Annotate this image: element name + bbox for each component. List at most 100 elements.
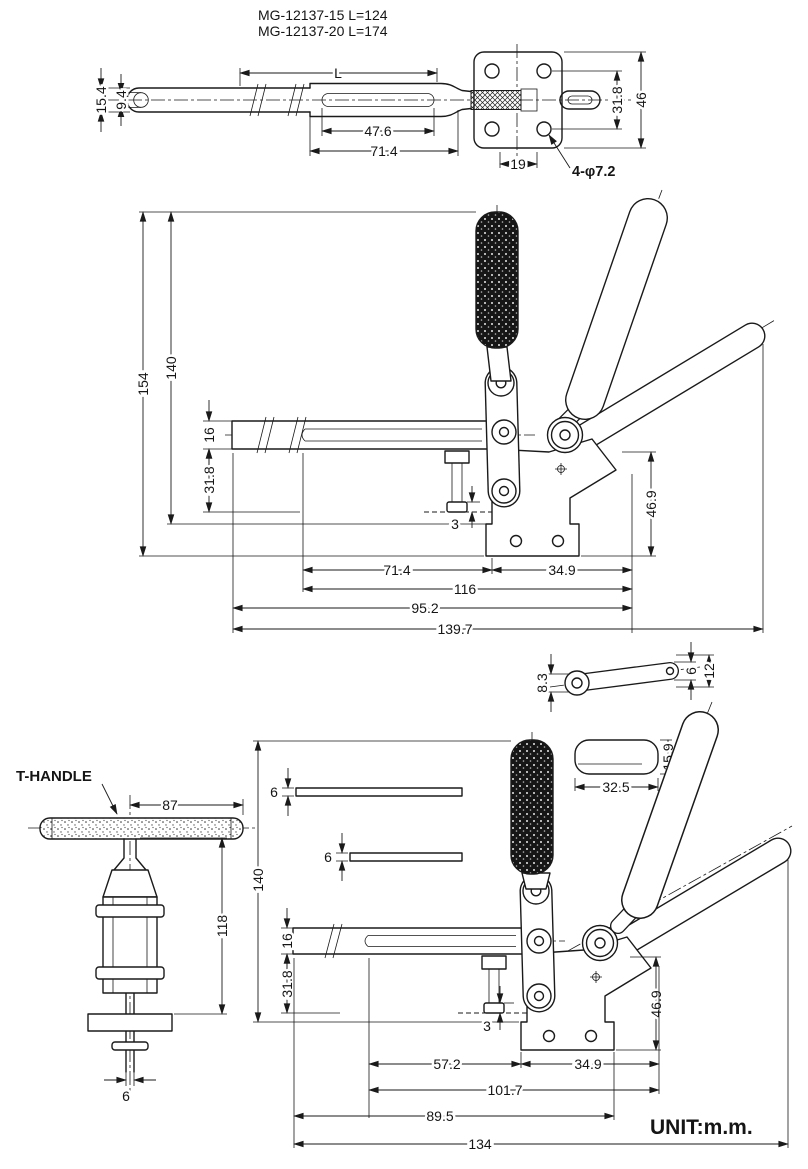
extension-lines-left (139, 211, 486, 557)
extension-lines-bottom (232, 344, 764, 633)
t-foot (111, 1041, 149, 1051)
bar-break-marks (256, 416, 307, 454)
t-yoke (102, 869, 158, 898)
dim-140: 140 (248, 740, 269, 1023)
handle-grip (510, 739, 554, 875)
bar-break-marks (324, 923, 343, 959)
handle-shank (521, 872, 551, 890)
t-bar (39, 817, 244, 840)
t-base-flange (87, 1013, 173, 1032)
dim-12: 12 (676, 654, 720, 688)
dim-87-text: 87 (162, 797, 178, 813)
dim-L: L (239, 63, 438, 86)
open-arm-fill (565, 323, 765, 454)
t-handle-leader (101, 783, 118, 815)
link-small-hole (665, 666, 675, 676)
dim-139-7: 139.7 (232, 619, 764, 640)
bar-slot-lines (301, 428, 482, 442)
t-handle-label: T-HANDLE (16, 768, 92, 785)
dim-57-2-text: 57.2 (433, 1056, 460, 1072)
dim-3: 3 (449, 486, 480, 535)
hole-callout: 4-φ7.2 (548, 134, 617, 182)
dim-71-4-text: 71.4 (383, 562, 410, 578)
dim-101-7: 101.7 (368, 1080, 660, 1101)
dim-95-2: 95.2 (232, 598, 633, 619)
front-view: 154 140 16 31.8 3 46.9 71.4 34.9 116 95.… (133, 189, 776, 640)
bar-end-tab (559, 90, 601, 110)
link-fill (569, 663, 678, 691)
unit-label: UNIT:m.m. (650, 1116, 753, 1139)
dim-101-7-text: 101.7 (487, 1082, 522, 1098)
dim-47-6-text: 47.6 (364, 123, 391, 139)
dim-154-text: 154 (135, 372, 151, 396)
t-bolt-lower (95, 966, 165, 980)
rod-lower: 6 (322, 833, 463, 881)
dim-116-text: 116 (454, 581, 477, 597)
dim-16-text: 16 (201, 427, 217, 443)
overcenter-mark (590, 971, 602, 983)
dim-15-4: 15.4 (91, 68, 130, 132)
dim-140-text: 140 (163, 356, 179, 380)
dim-6-rod-text: 6 (122, 1088, 130, 1104)
dim-139-7-text: 139.7 (437, 621, 472, 637)
mounting-holes (484, 63, 552, 137)
dim-3-text: 3 (451, 516, 459, 532)
dim-71-4-top-text: 71.4 (370, 143, 397, 159)
base-ear (581, 924, 619, 962)
top-view: L 15.4 9.4 47.6 71.4 31.8 46 19 4-φ7.2 (91, 44, 652, 182)
open-view: 6 6 140 (248, 701, 793, 1155)
dim-8-3: 8.3 (532, 654, 570, 712)
bar-slot-lines (364, 935, 516, 947)
dim-46-9: 46.9 (616, 956, 667, 1051)
dim-6-rod-lower-text: 6 (324, 849, 332, 865)
dim-118: 118 (140, 837, 233, 1015)
dim-46-9: 46.9 (581, 451, 662, 557)
dim-12-text: 12 (701, 663, 717, 679)
dim-140: 140 (161, 211, 182, 525)
dim-32-5: 32.5 (574, 777, 659, 798)
dim-47-6: 47.6 (321, 108, 435, 142)
dim-9-4-text: 9.4 (113, 90, 129, 110)
dim-34-9: 34.9 (520, 1054, 660, 1075)
dim-154: 154 (133, 211, 154, 557)
model-line-2: MG-12137-20 L=174 (258, 23, 388, 39)
clamp-bar (292, 927, 533, 955)
dim-140-text: 140 (250, 868, 266, 892)
dim-31-8: 31.8 (277, 953, 298, 1014)
dim-89-5-text: 89.5 (426, 1108, 453, 1124)
dim-34-9-text: 34.9 (574, 1056, 601, 1072)
dim-116: 116 (302, 579, 633, 600)
dim-57-2: 57.2 (368, 1054, 522, 1075)
title-block: MG-12137-15 L=124 MG-12137-20 L=174 (258, 7, 388, 39)
overcenter-mark (555, 463, 567, 475)
spindle-stem (488, 969, 500, 1003)
handle-grip (475, 211, 519, 349)
pad-outline (574, 739, 659, 775)
link-detail: 8.3 6 12 (532, 642, 720, 712)
mounting-plate (473, 51, 563, 149)
model-line-1: MG-12137-15 L=124 (258, 7, 388, 23)
bar-end-slot (567, 95, 593, 105)
bar-slot (321, 93, 435, 107)
dim-31-8-top-text: 31.8 (609, 86, 625, 113)
clamp-bar (231, 420, 498, 450)
dim-95-2-text: 95.2 (411, 600, 438, 616)
base-hole-left (542, 1029, 556, 1043)
spindle-nut (520, 88, 538, 112)
base-hole-right (584, 1029, 598, 1043)
unit-note: UNIT:m.m. (648, 1114, 756, 1142)
dim-31-8: 31.8 (199, 448, 220, 513)
dim-34-9-text: 34.9 (548, 562, 575, 578)
dim-46-9-text: 46.9 (643, 490, 659, 517)
spindle-nut (444, 450, 470, 464)
break-marks (249, 83, 305, 117)
bar-narrow-section (126, 87, 311, 113)
t-bolt-upper (95, 904, 165, 918)
link-eye (564, 670, 590, 696)
spindle-foot (446, 501, 468, 513)
dim-134: 134 (293, 1134, 789, 1155)
dim-31-8-top: 31.8 (552, 70, 628, 130)
dim-31-8-text: 31.8 (201, 466, 217, 493)
